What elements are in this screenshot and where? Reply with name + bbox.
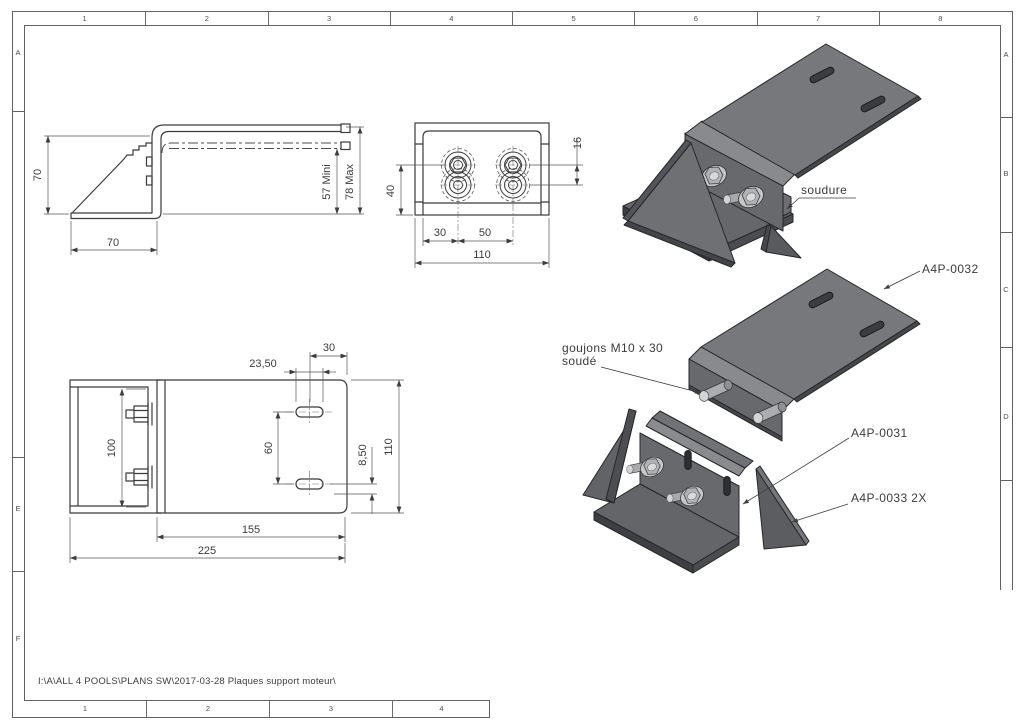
weld-label: soudure — [801, 183, 847, 197]
dim-label: 70 — [107, 237, 119, 249]
zone-cell: 4 — [389, 11, 512, 25]
dim-label: 110 — [473, 249, 491, 261]
studs-note-line1: goujons M10 x 30 — [562, 341, 663, 355]
front-view: 100 30 23,50 60 8,50 110 155 225 — [69, 342, 404, 563]
dim-label: 100 — [106, 439, 118, 457]
zone-cell: 2 — [145, 11, 267, 25]
zone-row-label: E — [15, 504, 21, 513]
zone-divider — [1000, 232, 1013, 233]
zone-row-label: D — [1003, 412, 1009, 421]
inner-border-bottom — [24, 700, 490, 701]
dim-label: 16 — [572, 137, 584, 149]
zone-cell: 2 — [146, 700, 269, 717]
zone-cell: 5 — [512, 11, 634, 25]
bolt-side — [125, 465, 153, 489]
dim-label: 78 Max — [344, 163, 356, 200]
inner-border-top — [24, 25, 1001, 26]
zone-divider — [1000, 347, 1013, 348]
dim-label: 30 — [323, 342, 335, 354]
zone-cell: 3 — [267, 11, 390, 25]
annotations: soudure A4P-0032 goujons M10 x 30 soudé … — [562, 183, 979, 523]
bracket-slot — [684, 450, 692, 470]
dim-label: 225 — [198, 545, 216, 557]
iso-exploded-view — [582, 268, 921, 574]
bracket-slot — [723, 476, 731, 496]
dim-label: 8,50 — [357, 444, 369, 465]
zone-cell: 6 — [634, 11, 756, 25]
iso-assembled-view — [622, 43, 922, 268]
bottom-band-end — [489, 700, 490, 717]
zone-cell: 1 — [82, 13, 87, 23]
dim-label: 57 Mini — [321, 164, 333, 199]
dim-label: 30 — [434, 227, 446, 239]
dim-label: 23,50 — [249, 358, 277, 370]
zone-cell: 4 — [392, 700, 490, 717]
dim-label: 70 — [32, 169, 44, 181]
zone-divider — [12, 571, 24, 572]
zone-row-label: B — [1003, 169, 1009, 178]
part-label-a4p-0033: A4P-0033 2X — [851, 491, 927, 505]
outer-border-left — [12, 11, 13, 718]
side-view: 70 70 57 Mini 78 Max — [32, 123, 364, 255]
zone-cell: 8 — [878, 11, 1001, 25]
part-label-a4p-0032: A4P-0032 — [922, 262, 979, 276]
inner-border-right — [1000, 25, 1001, 590]
flange-slot — [860, 95, 886, 113]
part-label-a4p-0031: A4P-0031 — [851, 426, 908, 440]
zone-divider — [1000, 117, 1013, 118]
zone-cell: 3 — [269, 700, 392, 717]
dim-label: 155 — [242, 524, 260, 536]
inner-border-left — [24, 25, 25, 700]
zone-cell: 7 — [756, 11, 879, 25]
zone-band-bottom: 1 2 3 4 — [24, 700, 490, 717]
zone-divider — [1000, 480, 1013, 481]
zone-divider — [12, 111, 24, 112]
dim-label: 60 — [263, 442, 275, 454]
zone-band-top: 1 2 3 4 5 6 7 8 — [24, 11, 1001, 25]
outer-border-bottom — [12, 717, 490, 718]
dim-label: 110 — [383, 438, 395, 456]
flange-slot — [808, 291, 834, 309]
dim-label: 50 — [479, 227, 491, 239]
zone-row-label: C — [1003, 285, 1009, 294]
zone-divider — [12, 457, 24, 458]
dim-label: 40 — [385, 185, 397, 197]
zone-row-label: F — [15, 634, 21, 643]
zone-row-label: A — [15, 48, 21, 57]
top-view: 40 16 30 50 110 — [385, 122, 584, 268]
zone-row-label: A — [1003, 50, 1009, 59]
studs-note-line2: soudé — [562, 354, 597, 368]
zone-cell: 1 — [82, 704, 88, 713]
file-path-note: I:\A\ALL 4 POOLS\PLANS SW\2017-03-28 Pla… — [38, 676, 336, 687]
flange-slot — [809, 66, 835, 84]
flange-slot — [859, 320, 885, 338]
outer-border-right — [1012, 11, 1013, 590]
bolt-side — [125, 402, 153, 426]
